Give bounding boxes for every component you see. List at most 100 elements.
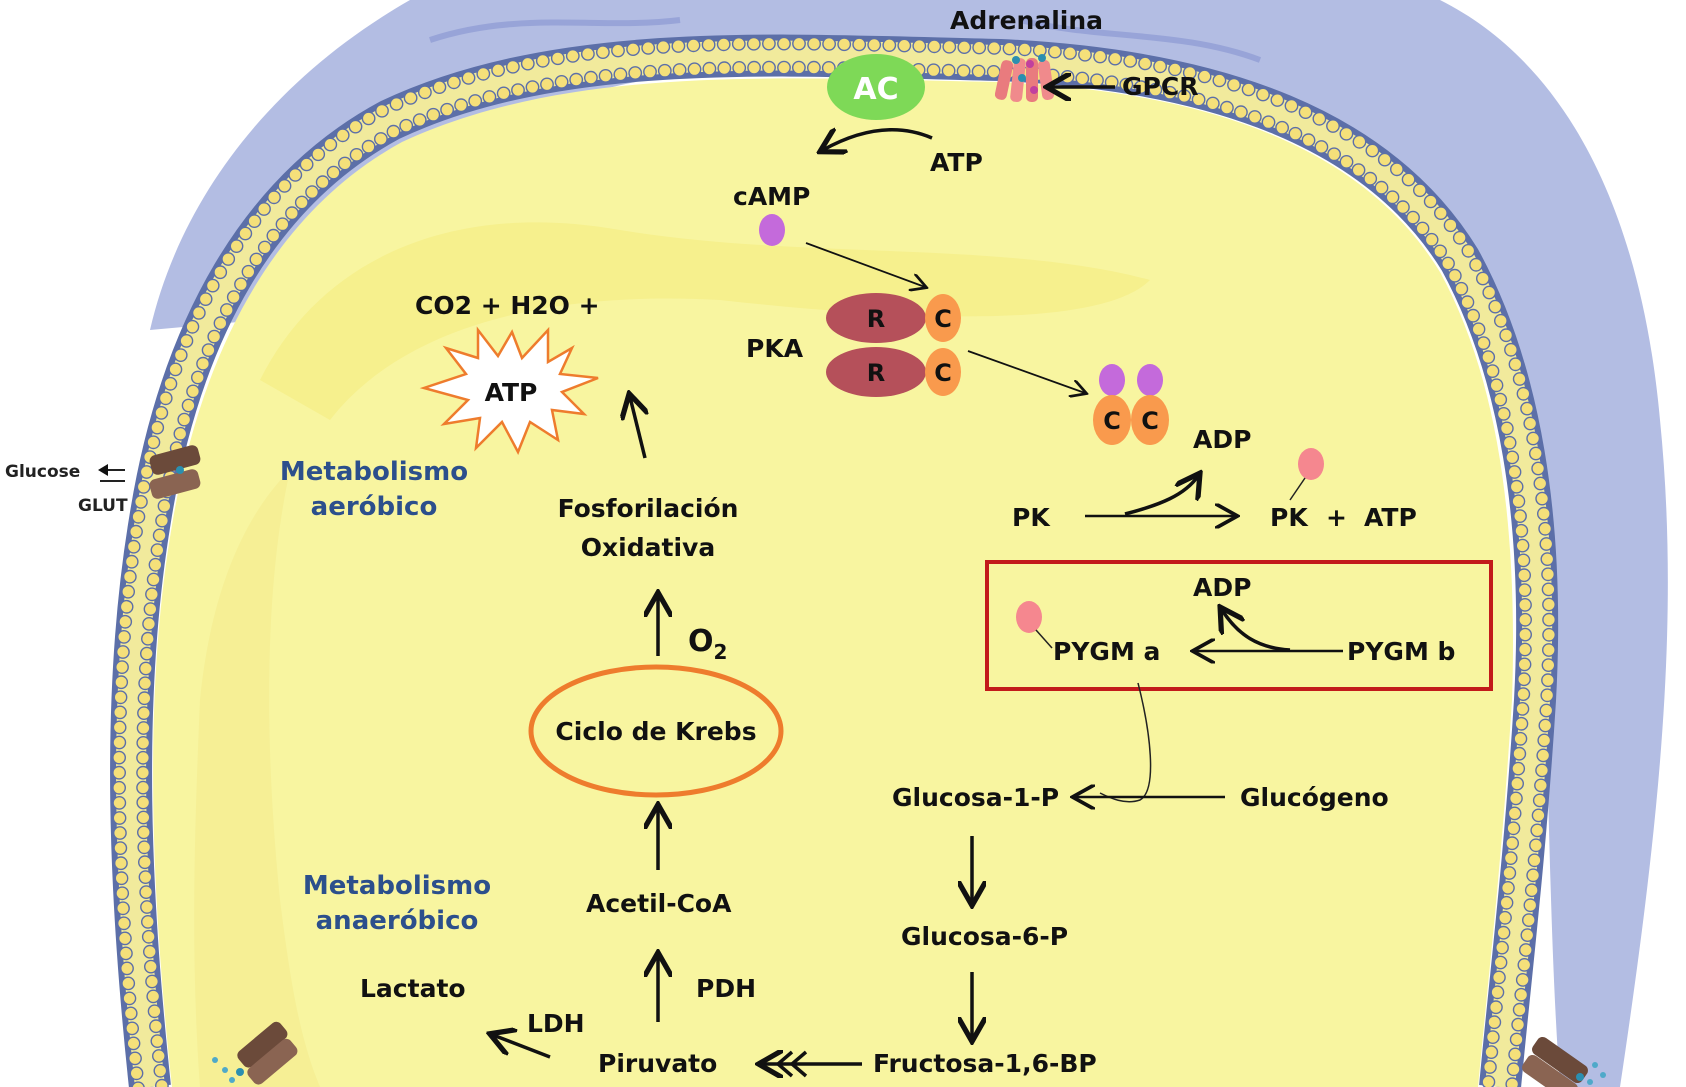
phospholipid-head [116, 901, 130, 916]
phospholipid-head [326, 165, 341, 180]
phospholipid-head [361, 139, 376, 154]
phospholipid-head [361, 111, 376, 126]
phospholipid-head [1537, 733, 1552, 748]
phospholipid-head [1461, 243, 1476, 258]
phospholipid-head [1481, 350, 1496, 364]
phospholipid-head [1513, 509, 1527, 523]
phospholipid-head [1476, 336, 1491, 350]
phospholipid-head [987, 41, 1002, 55]
krebs-label: Ciclo de Krebs [555, 717, 756, 746]
phospholipid-head [1466, 308, 1481, 323]
phospholipid-head [1377, 152, 1392, 167]
phospholipid-head [140, 915, 155, 929]
phospholipid-head [942, 39, 957, 54]
phospholipid-head [671, 39, 686, 53]
phospholipid-head [113, 690, 128, 705]
phospholipid-head [399, 118, 414, 133]
phospholipid-head [716, 37, 731, 52]
oxygen-subscript: 2 [714, 640, 728, 664]
phospholipid-head [118, 931, 132, 946]
phospholipid-head [613, 67, 628, 82]
phospholipid-head [1191, 92, 1206, 107]
phospholipid-head [267, 190, 281, 205]
phospholipid-head [1485, 1030, 1500, 1045]
phospholipid-head [112, 796, 127, 810]
phospholipid-head [732, 61, 747, 75]
phospholipid-head [389, 97, 404, 111]
phospholipid-head [155, 1078, 169, 1087]
phospholipid-head [1517, 672, 1531, 687]
phospholipid-head [257, 240, 272, 255]
phospholipid-head [196, 356, 211, 371]
phospholipid-head [112, 735, 127, 750]
phospholipid-head [565, 49, 580, 63]
phospholipid-head [155, 513, 170, 528]
phospholipid-head [375, 103, 389, 118]
phospholipid-head [672, 63, 687, 77]
phospholipid-head [941, 63, 956, 78]
phospholipid-head [113, 705, 127, 720]
active-catalytic-1-label: C [1103, 407, 1121, 435]
pygm-highlight-box [985, 560, 1493, 691]
phospholipid-head [882, 38, 897, 52]
phospholipid-head [1529, 838, 1543, 853]
phospholipid-head [1496, 406, 1511, 421]
phospholipid-head [1542, 597, 1556, 612]
phospholipid-head [971, 64, 986, 79]
oxygen-base: O [688, 624, 714, 659]
phospholipid-head [1531, 461, 1546, 476]
phospholipid-head [626, 42, 640, 56]
anaerobic-label-line1: Metabolismo [303, 871, 491, 901]
phospholipid-head [137, 855, 152, 870]
phospholipid-head [131, 509, 146, 524]
phospholipid-head [1542, 643, 1556, 657]
phospholipid-head [511, 83, 525, 98]
phospholipid-head [554, 75, 569, 89]
phospholipid-head [112, 750, 127, 765]
phospholipid-head [219, 303, 234, 317]
phospholipid-head [1507, 806, 1522, 821]
glucose-label: Glucose [5, 462, 80, 482]
phospholipid-head [213, 316, 228, 331]
phospholipid-head [867, 37, 882, 52]
phospholipid-head [207, 329, 222, 344]
phospholipid-head [142, 617, 157, 631]
phospholipid-head [114, 675, 129, 690]
phospholipid-head [762, 36, 776, 51]
phospholipid-head [1060, 70, 1075, 84]
phospholipid-head [746, 36, 761, 51]
phospholipid-head [1247, 110, 1262, 124]
phospholipid-head [1518, 627, 1533, 642]
active-catalytic-1 [1093, 395, 1131, 445]
phospholipid-head [1505, 450, 1520, 465]
phospholipid-head [1017, 42, 1032, 57]
phospholipid-head [1134, 80, 1148, 95]
phospholipid-head [139, 646, 154, 661]
phospholipid-head [1351, 163, 1366, 178]
phospholipid-head [1270, 93, 1285, 107]
phospholipid-head [1508, 1047, 1523, 1062]
phospholipid-head [1494, 313, 1508, 328]
phospholipid-head [1538, 521, 1553, 536]
phospholipid-head [146, 989, 161, 1004]
phospholipid-head [1519, 943, 1533, 957]
phospholipid-head [150, 543, 165, 557]
phospholipid-head [792, 60, 806, 75]
phospholipid-head [1506, 1062, 1521, 1077]
phospholipid-head [1177, 89, 1192, 104]
phospholipid-head [1490, 985, 1505, 1000]
adp-label-pk: ADP [1193, 425, 1251, 454]
phospholipid-head [598, 69, 613, 83]
phospholipid-head [1517, 958, 1532, 972]
phospholipid-head [157, 499, 172, 513]
phospholipid-head [150, 420, 165, 435]
phospholipid-head [146, 572, 161, 587]
phospholipid-head [584, 70, 598, 85]
phospholipid-head [1093, 49, 1108, 64]
products-label: CO2 + H2O + [415, 291, 600, 320]
glycogen-label: Glucógeno [1240, 783, 1389, 812]
camp-bound-2 [1137, 364, 1163, 396]
phospholipid-head [1509, 791, 1523, 806]
phospholipid-head [186, 384, 201, 399]
phospholipid-head [1542, 612, 1557, 627]
